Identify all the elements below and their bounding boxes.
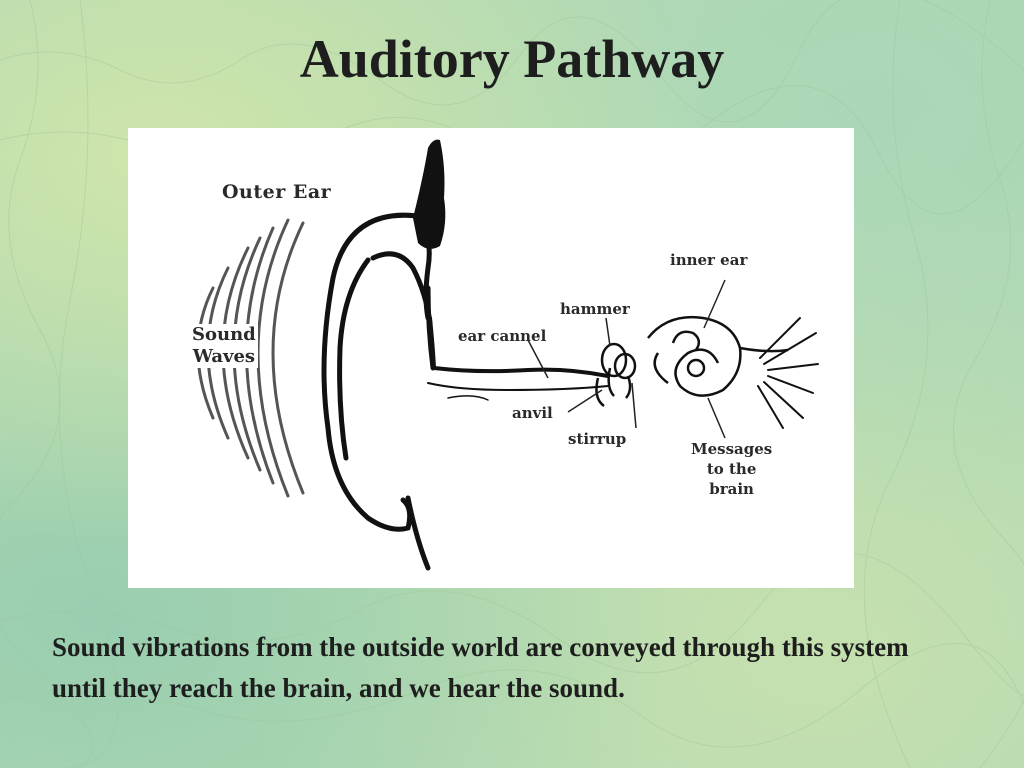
label-stirrup: stirrup	[568, 430, 627, 448]
label-outer-ear: Outer Ear	[222, 181, 332, 203]
label-sound-waves: Sound Waves	[190, 324, 258, 368]
label-messages-line1: Messages	[691, 440, 773, 458]
leader-lines	[527, 279, 726, 439]
cochlea	[647, 316, 789, 397]
label-messages-to-brain: Messages to the brain	[691, 439, 772, 499]
hair-tuft	[413, 139, 446, 249]
ear-diagram: Outer Ear Sound Waves inner ear hammer e…	[128, 128, 854, 588]
label-sound-waves-line1: Sound	[192, 324, 256, 345]
slide-title: Auditory Pathway	[299, 29, 725, 89]
label-anvil: anvil	[512, 404, 553, 422]
slide-caption: Sound vibrations from the outside world …	[52, 632, 909, 703]
ossicles	[595, 342, 637, 408]
label-messages-line3: brain	[709, 480, 754, 498]
label-ear-canal: ear cannel	[458, 327, 547, 345]
ear-canal-lines	[427, 316, 610, 401]
label-messages-line2: to the	[706, 460, 757, 478]
label-inner-ear: inner ear	[670, 251, 748, 269]
nerve-rays	[757, 317, 819, 429]
pinna-outline	[321, 212, 436, 571]
label-sound-waves-line2: Waves	[192, 346, 256, 367]
label-hammer: hammer	[560, 300, 630, 318]
